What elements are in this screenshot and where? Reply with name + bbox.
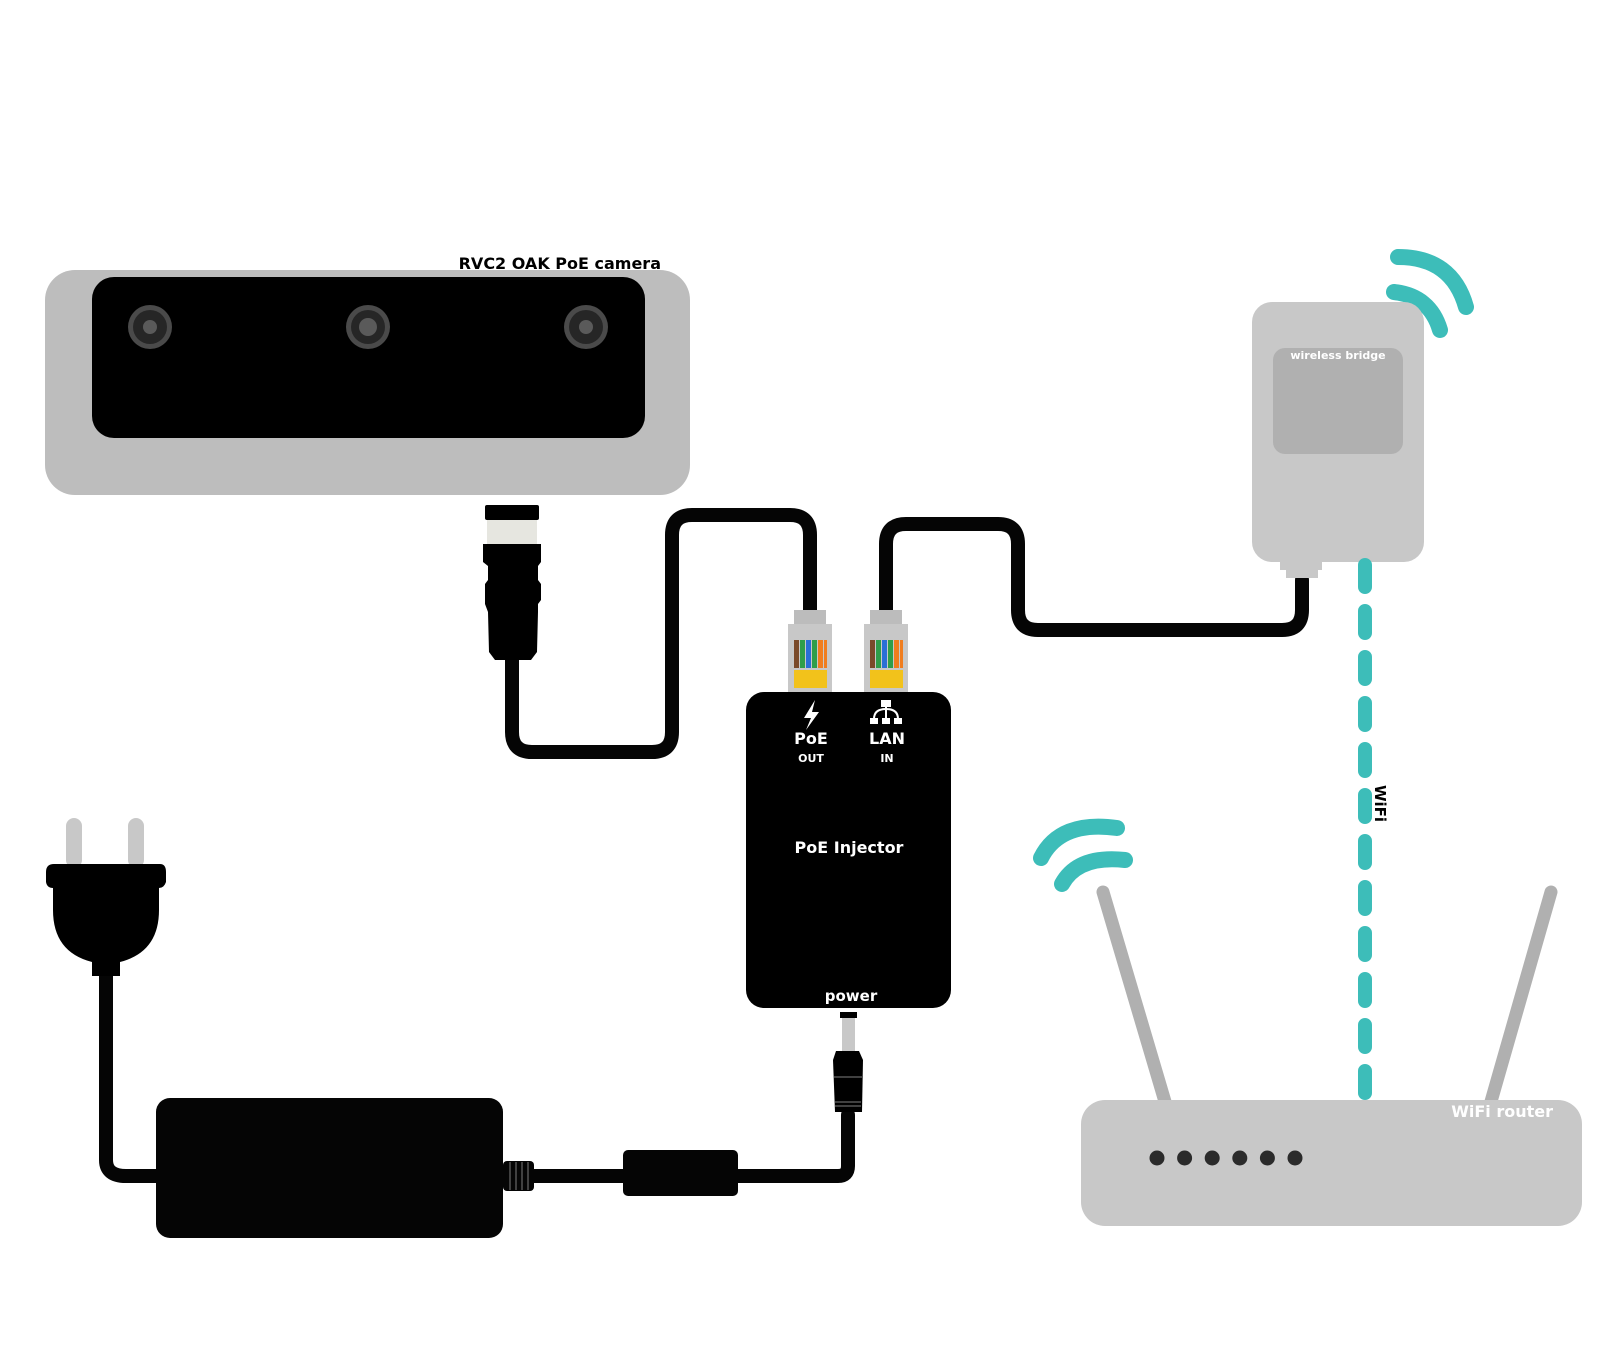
dc-barrel-plug [833,1012,863,1112]
router-antenna-left [1096,885,1173,1112]
router-led [1149,1150,1165,1166]
router-leds [1149,1150,1303,1166]
wifi-signal-icon [1386,249,1474,338]
camera-face [92,277,645,438]
contacts [794,670,827,688]
port-label-lan: LAN [869,729,905,748]
contacts [870,670,903,688]
bridge-port [1280,560,1322,578]
camera-lens [346,305,390,349]
connector-cap [485,505,539,520]
rj45-plug-poe-out [788,610,832,693]
power-brick [156,1098,503,1238]
camera-label: RVC2 OAK PoE camera [459,254,661,273]
plug-prong-right [128,818,144,868]
port-sublabel-in: IN [880,752,893,765]
injector-power-label: power [825,987,878,1005]
plug-body [46,864,166,976]
ac-plug [46,818,166,976]
power-adapter [156,1098,738,1238]
rj45-plug-lan-in [864,610,908,693]
injector-body [746,692,951,1008]
camera-lenses [128,305,608,349]
router-led [1232,1150,1248,1166]
router-led [1177,1150,1193,1166]
router-led [1259,1150,1275,1166]
router-led [1287,1150,1303,1166]
cables [99,508,1309,1183]
wifi-router: WiFi router [1033,818,1582,1226]
bridge-label: wireless bridge [1290,349,1385,362]
injector-title: PoE Injector [795,838,904,857]
wire-pairs [870,640,903,668]
plug-prong-left [66,818,82,868]
poe-injector: PoE OUT LAN IN PoE Injector power [746,692,951,1008]
camera-lens [564,305,608,349]
connector-ring [487,520,537,544]
router-label: WiFi router [1451,1102,1553,1121]
port-sublabel-out: OUT [798,752,824,765]
wire-pairs [794,640,827,668]
wifi-link-label: WiFi [1371,785,1389,822]
router-antenna-right [1483,885,1558,1112]
strain-relief [503,1161,534,1191]
port-label-poe: PoE [794,729,828,748]
lightning-icon [804,700,819,730]
cable-lan-in-to-bridge [879,517,1309,637]
bridge-panel [1273,348,1403,454]
cable-brick-to-injector [523,1108,855,1183]
wireless-bridge: wireless bridge [1252,249,1474,578]
cable-plug-to-brick [99,968,167,1183]
cable-camera-to-poe-out [505,508,817,759]
m12-connector [483,505,541,660]
camera-lens [128,305,172,349]
connector-body [483,544,541,660]
network-icon [870,700,902,724]
router-body [1081,1100,1582,1226]
router-led [1204,1150,1220,1166]
camera: RVC2 OAK PoE camera [45,254,690,495]
router-wifi-signal-icon [1033,818,1133,892]
ferrite-bead [623,1150,738,1196]
